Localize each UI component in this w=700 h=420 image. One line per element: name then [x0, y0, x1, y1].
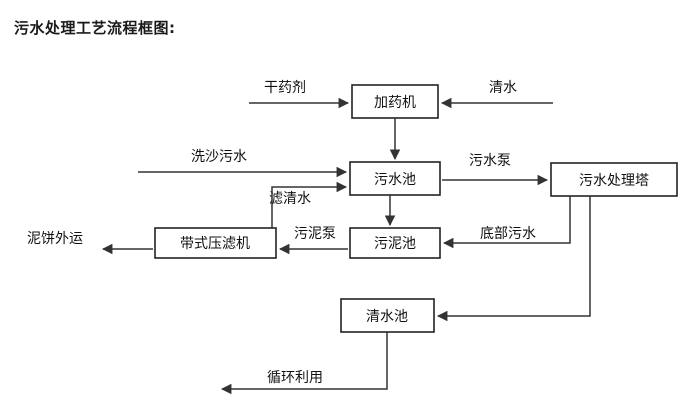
- edge-clean-water-recycle: [220, 332, 388, 395]
- edge-filtrate-to-sewage-pool: [271, 181, 348, 228]
- node-treatment-tower[interactable]: [550, 162, 678, 197]
- terminal-label-mud-cake-out: 泥饼外运: [27, 231, 83, 247]
- node-clean-water-pool[interactable]: [340, 298, 435, 333]
- edge-label-sewage-pump: 污水泵: [469, 153, 511, 169]
- node-sewage-pool[interactable]: [349, 161, 441, 196]
- edge-bottom-sewage-to-sludge-pool: [442, 196, 571, 249]
- page-title: 污水处理工艺流程框图:: [14, 19, 176, 37]
- edge-label-bottom-sewage: 底部污水: [480, 226, 536, 242]
- node-sludge-pool[interactable]: [349, 227, 441, 259]
- node-label-belt-filter-press: 带式压滤机: [180, 236, 250, 252]
- edge-label-dry-agent: 干药剂: [264, 80, 306, 96]
- node-label-clean-water-pool: 清水池: [366, 309, 408, 325]
- edge-label-sludge-pump: 污泥泵: [294, 226, 336, 242]
- node-label-sewage-pool: 污水池: [374, 172, 416, 188]
- node-label-dosing-machine: 加药机: [374, 95, 416, 111]
- edge-label-recycle: 循环利用: [267, 370, 323, 386]
- edge-label-clean-water-in: 清水: [489, 80, 517, 96]
- edge-label-filtrate: 滤清水: [269, 191, 311, 207]
- node-label-treatment-tower: 污水处理塔: [579, 173, 649, 189]
- node-label-sludge-pool: 污泥池: [374, 236, 416, 252]
- edge-label-sand-wash-sewage: 洗沙污水: [191, 149, 247, 165]
- node-belt-filter-press[interactable]: [154, 227, 277, 259]
- node-dosing-machine[interactable]: [351, 84, 439, 119]
- edge-tower-to-clean-water-pool: [436, 196, 591, 322]
